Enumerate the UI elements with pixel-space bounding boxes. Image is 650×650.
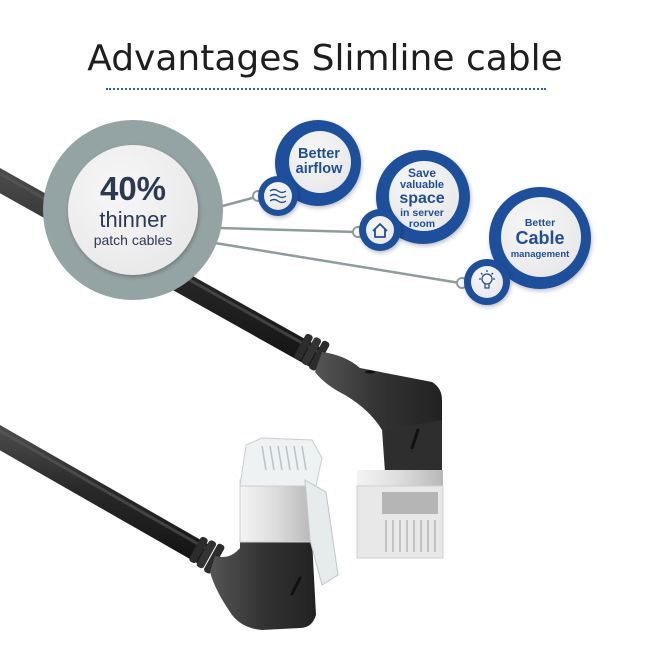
stat-line2: patch cables xyxy=(93,231,173,248)
lower-cable xyxy=(0,425,211,565)
benefit-airflow-label: Better airflow xyxy=(283,146,355,178)
benefit-cable-management-label: Better Cable management xyxy=(499,217,581,260)
title-dotted-divider xyxy=(106,88,546,90)
benefit-cable-management-badge xyxy=(464,187,591,305)
benefit-airflow-line1: Better xyxy=(298,146,340,162)
benefit-airflow-badge xyxy=(258,120,361,216)
airflow-waves-icon xyxy=(269,188,287,204)
benefit-space-line5: room xyxy=(408,217,436,230)
benefit-cable-line2: Cable xyxy=(515,228,565,249)
main-stat-label: 40% thinner patch cables xyxy=(66,170,200,248)
benefit-space-label: Save valuable space in server room xyxy=(387,167,457,230)
lightbulb-icon xyxy=(479,270,495,289)
upper-angled-connector xyxy=(294,333,444,559)
lower-angled-connector xyxy=(189,437,339,630)
benefit-space-line4: in server xyxy=(400,206,444,219)
benefit-airflow-line2: airflow xyxy=(295,161,343,178)
benefit-cable-line3: management xyxy=(510,248,570,260)
stat-value: 40% xyxy=(99,170,167,207)
benefit-space-line1: Save xyxy=(407,166,437,180)
benefit-space-line2: valuable xyxy=(399,178,445,191)
page-title: Advantages Slimline cable xyxy=(87,38,563,79)
house-icon xyxy=(372,223,388,238)
stat-line1: thinner xyxy=(99,206,167,232)
benefit-space-line3: space xyxy=(399,190,445,208)
stat-circle xyxy=(43,120,223,300)
benefit-cable-line1: Better xyxy=(524,217,556,229)
benefit-space-badge xyxy=(359,150,470,251)
